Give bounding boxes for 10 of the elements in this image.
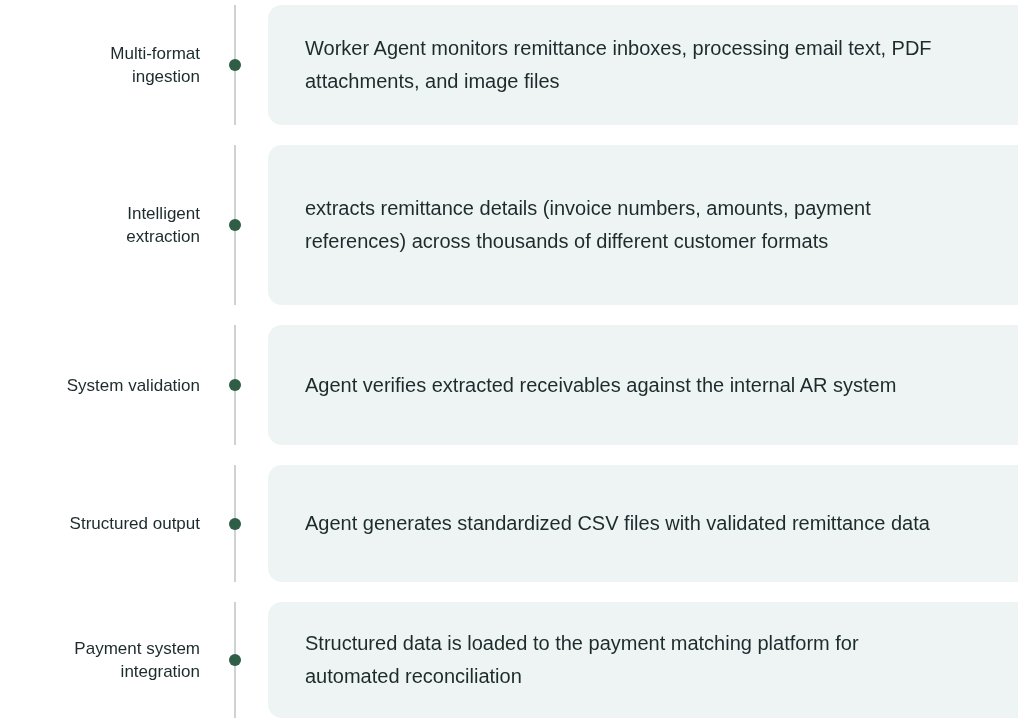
step-label: System validation — [65, 374, 200, 397]
step-label: Multi-format ingestion — [109, 43, 200, 88]
step-label: Intelligent extraction — [125, 203, 200, 248]
step-description: extracts remittance details (invoice numbers, amounts, payment references) across thousands of different customer formats — [305, 196, 872, 254]
step-description: Structured data is loaded to the payment matching platform for automated reconciliation — [305, 631, 860, 689]
step-label: Payment system integration — [73, 638, 200, 683]
step-description: Agent generates standardized CSV files with validated remittance data — [305, 511, 931, 536]
step-description: Agent verifies extracted receivables against the internal AR system — [305, 372, 898, 398]
step-description: Worker Agent monitors remittance inboxes, processing email text, PDF attachments, and image files — [305, 36, 933, 94]
step-label: Structured output — [68, 513, 200, 535]
